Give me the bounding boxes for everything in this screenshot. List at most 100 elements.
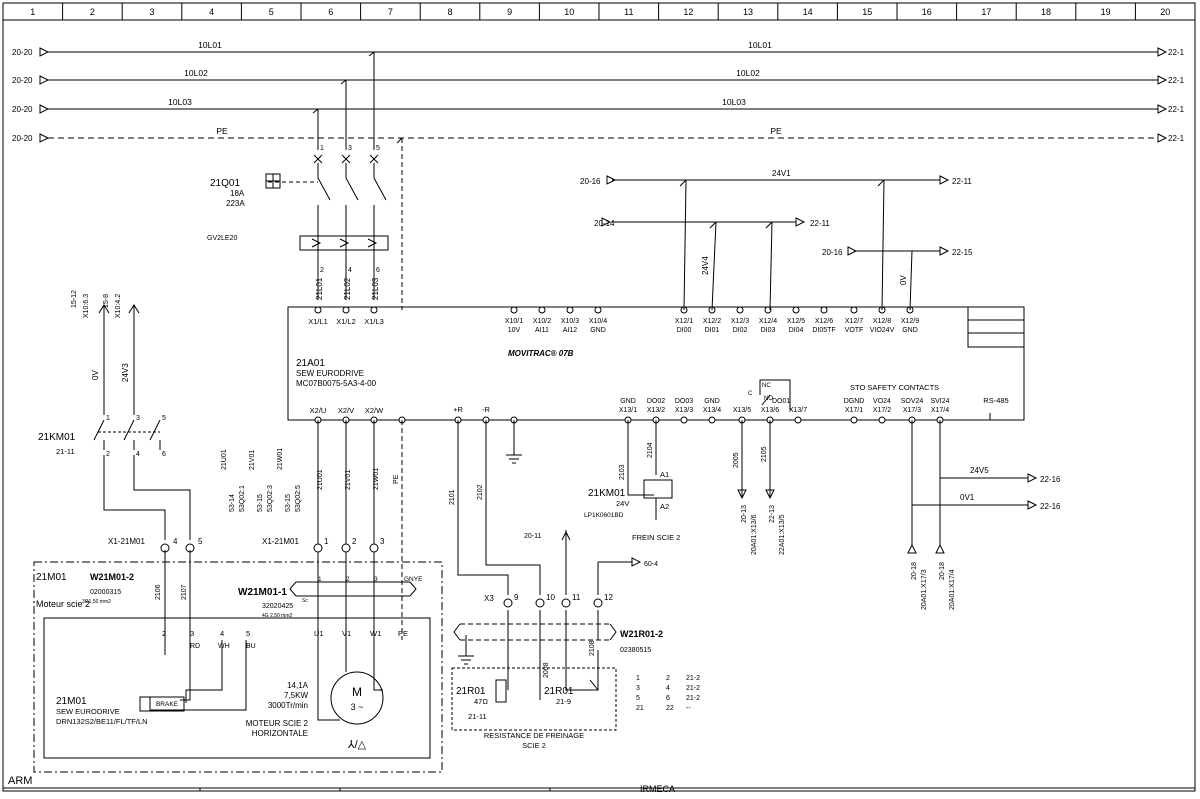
motor-connection: ⅄/△ xyxy=(347,739,367,751)
motor-terminal: V1 xyxy=(342,629,351,638)
motor-tag2: 21M01 xyxy=(56,696,87,707)
column-number: 9 xyxy=(507,7,512,17)
drive-terminal-signal: DO03 xyxy=(675,398,693,405)
motor-title2: HORIZONTALE xyxy=(252,729,308,738)
terminal-num: 11 xyxy=(572,593,581,602)
bus-to-ref: 22-1 xyxy=(1168,134,1185,143)
ref: X10:6.3 xyxy=(83,294,90,318)
wire-label: 0V1 xyxy=(960,493,975,502)
motor-tag: 21M01 xyxy=(36,572,67,583)
terminal xyxy=(593,598,603,608)
ref: 20-13 xyxy=(741,505,748,523)
terminal xyxy=(369,543,379,553)
cable-gnye: GNYE xyxy=(404,576,423,583)
contactor-terminal: 6 xyxy=(162,451,166,458)
drive-terminal xyxy=(792,306,800,314)
ref: 20-14 xyxy=(594,219,615,228)
wire-label: 21V01 xyxy=(249,450,256,470)
contactor-terminal: 3 xyxy=(136,415,140,422)
breaker-terminal: 3 xyxy=(348,145,352,152)
contact-ref: 21-2 xyxy=(686,685,700,692)
motor-terminal: 4 xyxy=(220,629,224,638)
drive-tag: 21A01 xyxy=(296,358,325,369)
wire-num: 2008 xyxy=(543,662,550,678)
drive-terminal-label: X12/9 xyxy=(901,318,919,325)
contact-ref: 22 xyxy=(666,705,674,712)
wire-num: 2105 xyxy=(761,446,768,462)
drive-terminal-label: X12/7 xyxy=(845,318,863,325)
drive-terminal-label: X2/W xyxy=(365,406,384,415)
drive-terminal-label: X12/3 xyxy=(731,318,749,325)
wire-label: 21L02 xyxy=(343,277,352,300)
ref: 20-18 xyxy=(911,562,918,580)
drive-terminal-label: X13/7 xyxy=(789,407,807,414)
breaker-terminal: 4 xyxy=(348,267,352,274)
bus-label: PE xyxy=(770,126,782,136)
column-number: 13 xyxy=(743,7,753,17)
motor-m: M xyxy=(352,685,362,699)
terminal-num: 4 xyxy=(173,537,178,546)
pe-hidden: PE xyxy=(402,323,403,324)
drive-terminal-label: X1/L2 xyxy=(336,317,356,326)
drive-terminal-label: X10/3 xyxy=(561,318,579,325)
motor-power: 7,5KW xyxy=(284,691,308,700)
wire-num: 2103 xyxy=(619,464,626,480)
drive-terminal-signal: VIO24V xyxy=(870,327,895,334)
motor-model: DRN132S2/BE11/FL/TF/LN xyxy=(56,717,148,726)
coil-a1: A1 xyxy=(660,470,669,479)
ref: 53-15 xyxy=(285,494,292,512)
drive-terminal-label: X13/3 xyxy=(675,407,693,414)
terminal-num: 12 xyxy=(604,593,613,602)
contact-ref: 21-2 xyxy=(686,695,700,702)
column-number: 18 xyxy=(1041,7,1051,17)
wire-color: WH xyxy=(218,643,230,650)
cable-spec: 3G1,50 mm2 xyxy=(82,599,111,605)
bus-from-ref: 20-20 xyxy=(12,76,33,85)
terminal xyxy=(561,598,571,608)
drive-terminal-label: X13/5 xyxy=(733,407,751,414)
resistor-label: RESISTANCE DE FREINAGE xyxy=(484,731,584,740)
terminal-num: 3 xyxy=(380,537,385,546)
wire-num: 2107 xyxy=(181,584,188,600)
bus-from-ref: 20-20 xyxy=(12,48,33,57)
drive-terminal xyxy=(794,416,802,424)
cable-tag: W21R01-2 xyxy=(620,629,663,639)
coil-volt: 24V xyxy=(616,499,629,508)
cable-ref: 32020425 xyxy=(262,603,293,610)
cable-core: 2 xyxy=(346,576,350,583)
drive-terminal xyxy=(342,306,350,314)
resistor-value: 47Ω xyxy=(474,697,488,706)
bus-label: 10L03 xyxy=(722,97,746,107)
column-number: 8 xyxy=(447,7,452,17)
column-number: 16 xyxy=(922,7,932,17)
drive-terminal-signal: DI00 xyxy=(677,327,692,334)
motor-terminal: U1 xyxy=(314,629,324,638)
drive-terminal-label: X17/4 xyxy=(931,407,949,414)
drive-terminal-signal: 10V xyxy=(508,327,521,334)
ref: 22-11 xyxy=(952,177,972,186)
bus-label: 10L02 xyxy=(184,68,208,78)
bus-from-ref: 20-20 xyxy=(12,105,33,114)
wire-label: 24V1 xyxy=(772,169,791,178)
wire-num: 2104 xyxy=(647,442,654,458)
drive-model: MC07B0075-5A3-4-00 xyxy=(296,379,377,388)
ref: 53Q02:3 xyxy=(267,485,274,512)
resistor-ref2: 21-9 xyxy=(556,697,571,706)
column-number: 7 xyxy=(388,7,393,17)
motor-terminal: 5 xyxy=(246,629,250,638)
drive-terminal-label: X10/2 xyxy=(533,318,551,325)
wire-color: BU xyxy=(246,643,256,650)
drive-terminal-label: X13/6 xyxy=(761,407,779,414)
motor-desc: Moteur scie 2 xyxy=(36,599,90,609)
terminal-num: 2 xyxy=(352,537,357,546)
wire-label: 21U01 xyxy=(317,469,324,490)
relay-c: C xyxy=(748,391,753,397)
ref: 53Q02:1 xyxy=(239,485,246,512)
contact-ref: 21 xyxy=(636,705,644,712)
relay-no: NO xyxy=(764,396,773,402)
contact-ref: 2 xyxy=(666,675,670,682)
cable-tag: W21M01-2 xyxy=(90,572,134,582)
cable-core: 1 xyxy=(318,576,322,583)
